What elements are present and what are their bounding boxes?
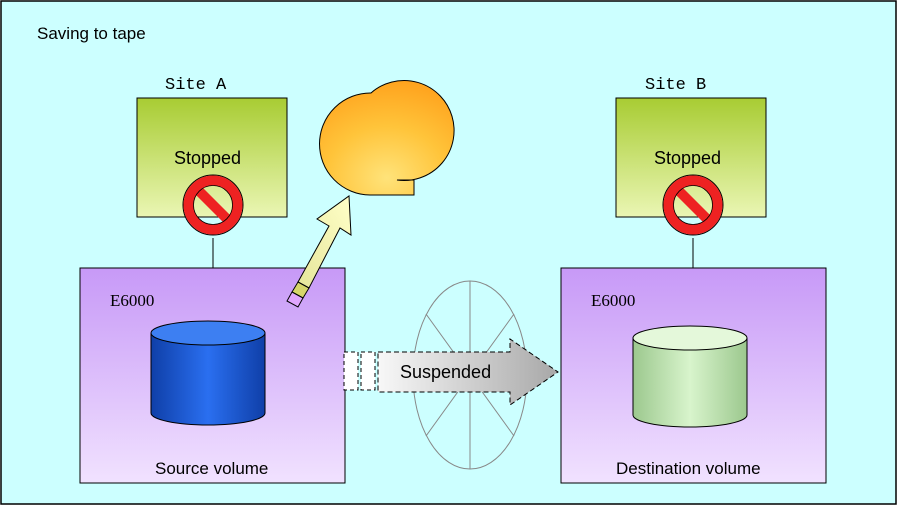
diagram-title: Saving to tape (37, 24, 146, 43)
source-volume-label: Source volume (155, 459, 269, 478)
backup-arrow-icon (286, 195, 352, 308)
prohibit-icon (182, 174, 244, 236)
storage-a-label: E6000 (110, 291, 155, 310)
suspended-arrow-icon (343, 338, 559, 406)
site-b-label: Site B (645, 76, 707, 95)
storage-b-label: E6000 (591, 291, 636, 310)
source-cylinder-icon (150, 320, 266, 426)
suspended-label: Suspended (400, 362, 492, 382)
tape-icon (319, 80, 455, 196)
destination-cylinder-icon (632, 325, 748, 428)
site-a-label: Site A (165, 76, 227, 95)
site-a-status: Stopped (174, 148, 242, 168)
destination-volume-label: Destination volume (616, 459, 761, 478)
site-b-status: Stopped (654, 148, 722, 168)
prohibit-icon (662, 174, 724, 236)
